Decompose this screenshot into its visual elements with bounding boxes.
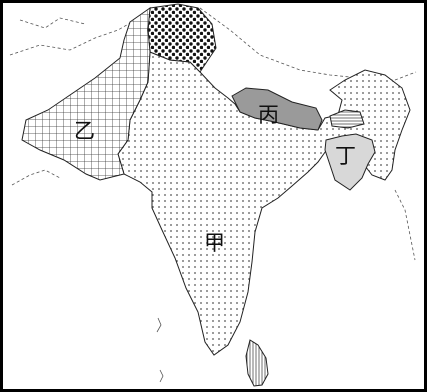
island-maldives — [159, 369, 164, 383]
region-sri-lanka — [245, 339, 269, 387]
island-laccadive — [156, 317, 162, 333]
islands — [156, 317, 164, 383]
iran-boundary — [11, 169, 61, 186]
label-bing: 丙 — [258, 103, 279, 127]
context-boundaries — [9, 7, 417, 261]
label-yi: 乙 — [74, 119, 95, 143]
afghanistan-boundary — [9, 21, 133, 56]
region-yi-pakistan — [21, 6, 151, 181]
region-bhutan — [329, 109, 365, 129]
region-ding-bangladesh — [324, 133, 376, 191]
central-asia-boundary — [19, 17, 86, 29]
region-bing-nepal — [231, 87, 323, 131]
label-jia: 甲 — [204, 231, 225, 255]
myanmar-boundary — [394, 189, 416, 261]
china-boundary — [199, 7, 417, 81]
label-ding: 丁 — [335, 144, 356, 168]
